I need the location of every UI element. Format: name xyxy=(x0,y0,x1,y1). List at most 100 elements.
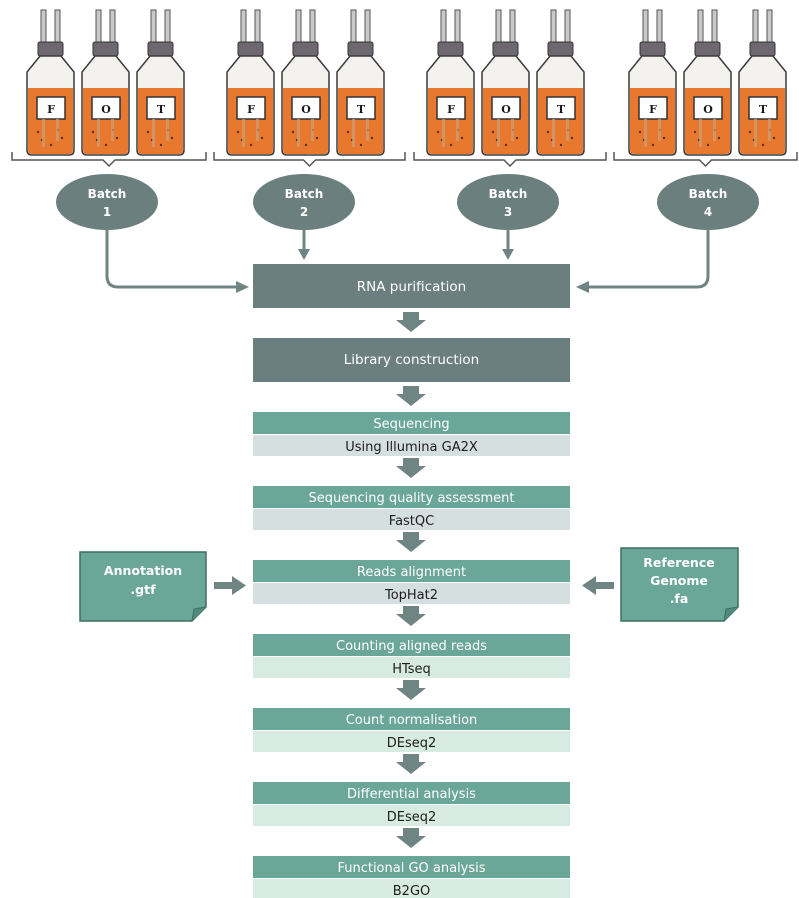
step-tool-bar xyxy=(253,879,570,898)
flask-letter: F xyxy=(247,103,255,116)
flask-tube-inside xyxy=(552,119,555,147)
flask-tube-inside xyxy=(644,119,647,147)
step-title-bar xyxy=(253,560,570,582)
flask-tube-inside xyxy=(242,119,245,147)
flask-bubble xyxy=(717,136,721,140)
flask-cap xyxy=(37,41,64,57)
flask-letter: O xyxy=(501,103,511,116)
flow-arrow xyxy=(396,532,426,552)
flask-bubble xyxy=(346,130,350,134)
culture-flask: O xyxy=(683,9,732,156)
flask-tube-inside xyxy=(311,119,314,141)
flask-bubble xyxy=(115,136,119,140)
flask-bubble xyxy=(515,136,519,140)
step-title: Counting aligned reads xyxy=(336,639,487,654)
flask-bubble xyxy=(370,136,374,140)
flask-bubble xyxy=(651,143,655,147)
step-title: Functional GO analysis xyxy=(337,861,485,876)
flask-tube-inside xyxy=(366,119,369,141)
flow-arrow xyxy=(396,606,426,626)
arrow-head xyxy=(236,281,249,293)
flask-bubble xyxy=(249,143,253,147)
flask-tube-inside xyxy=(511,119,514,141)
flask-cap xyxy=(92,41,119,57)
flask-tube-inside xyxy=(297,119,300,147)
step-tool-bar xyxy=(253,805,570,826)
flask-label xyxy=(491,96,521,120)
flask-bubble xyxy=(315,136,319,140)
step-title: Sequencing xyxy=(373,417,449,432)
culture-flask: O xyxy=(281,9,330,156)
flask-cap xyxy=(547,41,574,57)
flask-tube-inside xyxy=(456,119,459,141)
flask-cap xyxy=(237,41,264,57)
flask-bubble xyxy=(761,143,765,147)
arrow-head xyxy=(576,281,589,293)
batch-ellipse xyxy=(56,174,158,230)
flask-label xyxy=(748,96,778,120)
flask-bubble xyxy=(449,143,453,147)
flask-tube-inside xyxy=(152,119,155,147)
flask-label xyxy=(291,96,321,120)
step-tool-bar xyxy=(253,731,570,752)
batch-bracket xyxy=(11,152,207,168)
flask-label xyxy=(91,96,121,120)
flask-bubble xyxy=(291,130,295,134)
flask-bubble xyxy=(304,143,308,147)
flask-tube-inside xyxy=(256,119,259,141)
flask-bubble xyxy=(772,136,776,140)
flask-bubble xyxy=(706,143,710,147)
flask-bubble xyxy=(260,136,264,140)
flask-label xyxy=(693,96,723,120)
flask-bubble xyxy=(36,130,40,134)
flask-tube-inside xyxy=(566,119,569,141)
annotation-file: Annotation .gtf xyxy=(79,551,207,622)
annotation-file-ext: .gtf xyxy=(130,582,156,597)
step-title: Differential analysis xyxy=(347,787,476,802)
flask-tube-inside xyxy=(56,119,59,141)
flask-bubble xyxy=(460,136,464,140)
step-tool-bar xyxy=(253,435,570,456)
culture-flask: T xyxy=(738,9,787,156)
step-title: Sequencing quality assessment xyxy=(308,491,514,506)
flask-bubble xyxy=(748,130,752,134)
batch-label: Batch xyxy=(285,187,324,201)
flask-tube-inside xyxy=(699,119,702,147)
flask-bubble xyxy=(546,130,550,134)
flow-arrow xyxy=(396,312,426,332)
flow-arrow xyxy=(396,386,426,406)
culture-flask: F xyxy=(426,9,475,156)
flask-bubble xyxy=(159,143,163,147)
arrow-head xyxy=(298,249,310,260)
batch-label: Batch xyxy=(489,187,528,201)
flask-cap xyxy=(147,41,174,57)
flask-tube-inside xyxy=(754,119,757,147)
rna-purification-box xyxy=(253,264,570,308)
flask-bubble xyxy=(638,130,642,134)
flask-tube-inside xyxy=(111,119,114,141)
flask-label xyxy=(346,96,376,120)
flask-label xyxy=(638,96,668,120)
culture-flask: F xyxy=(628,9,677,156)
step-tool: B2GO xyxy=(393,884,431,898)
batch-ellipse xyxy=(253,174,355,230)
flask-bubble xyxy=(559,143,563,147)
flask-letter: O xyxy=(703,103,713,116)
flask-tube-inside xyxy=(658,119,661,141)
flask-tube-inside xyxy=(352,119,355,147)
step-title: Reads alignment xyxy=(357,565,466,580)
annotation-file-fold xyxy=(191,606,207,622)
step-tool: DEseq2 xyxy=(387,810,437,825)
step-tool: FastQC xyxy=(389,514,434,529)
flask-cap xyxy=(292,41,319,57)
flask-cap xyxy=(749,41,776,57)
arrow-head xyxy=(502,249,514,260)
flask-bubble xyxy=(504,143,508,147)
step-title-bar xyxy=(253,634,570,656)
